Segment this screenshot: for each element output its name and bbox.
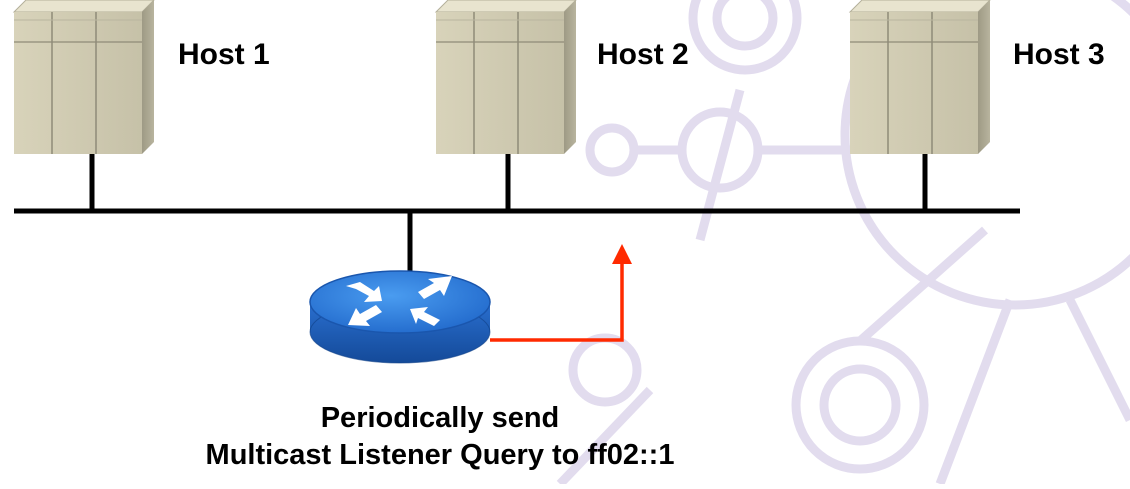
message-line-2: Multicast Listener Query to ff02::1: [205, 439, 675, 471]
query-arrow: [490, 244, 632, 342]
router-icon: [309, 270, 491, 364]
host-2-label: Host 2: [597, 38, 689, 71]
network-segment: [14, 154, 1020, 282]
host-3-label: Host 3: [1013, 38, 1105, 71]
host-3-server-icon: [849, 0, 991, 155]
background-pattern: [556, 0, 1130, 488]
host-1-server-icon: [13, 0, 155, 155]
message-line-1: Periodically send: [320, 402, 560, 434]
host-2-server-icon: [435, 0, 577, 155]
host-1-label: Host 1: [178, 38, 270, 71]
